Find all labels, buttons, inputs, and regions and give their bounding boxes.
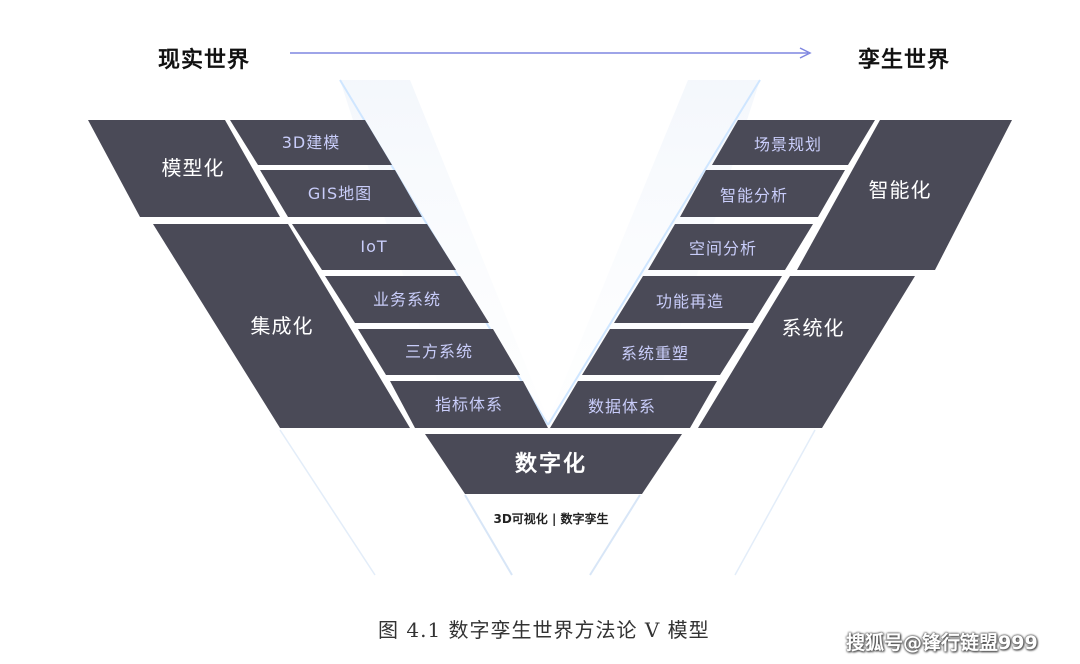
panel-modelling	[88, 120, 280, 217]
item-iot-label: IoT	[360, 237, 388, 256]
panel-intelligence	[797, 120, 1012, 270]
item-scene-planning	[712, 120, 875, 165]
panel-integration-label: 集成化	[250, 314, 314, 338]
item-system-reshape	[582, 329, 749, 375]
watermark: 搜狐号@锋行链盟999	[846, 632, 1038, 654]
item-function-rebuild-label: 功能再造	[655, 292, 725, 311]
panel-intelligence-label: 智能化	[868, 178, 932, 202]
real-world-heading: 现实世界	[158, 48, 251, 73]
panel-systemization	[698, 276, 915, 428]
item-gis-map-label: GIS地图	[307, 184, 373, 203]
item-system-reshape-label: 系统重塑	[620, 344, 690, 363]
item-iot	[292, 224, 456, 270]
item-3d-modeling-label: 3D建模	[281, 133, 341, 152]
world-arrow-head	[799, 47, 812, 59]
core-subtitle: 3D可视化 | 数字孪生	[493, 512, 609, 526]
glow-line-right	[547, 79, 761, 426]
item-third-party-system	[358, 329, 520, 375]
item-gis-map	[260, 170, 422, 217]
glow-line-right-lower	[734, 429, 816, 576]
item-spatial-analysis-label: 空间分析	[688, 239, 758, 258]
item-business-system-label: 业务系统	[372, 290, 442, 309]
figure-caption: 图 4.1 数字孪生世界方法论 V 模型	[378, 618, 710, 642]
item-spatial-analysis	[648, 224, 813, 270]
item-scene-planning-label: 场景规划	[753, 135, 823, 154]
item-3d-modeling	[230, 120, 392, 165]
core-digitalization-panel	[425, 434, 682, 494]
core-digitalization-label: 数字化	[514, 452, 588, 477]
glow-line-core-right	[589, 494, 641, 576]
glow-line-left-lower	[279, 429, 376, 576]
twin-world-heading: 孪生世界	[858, 48, 951, 73]
panel-integration	[153, 224, 410, 428]
item-function-rebuild	[614, 276, 782, 323]
item-data-system-label: 数据体系	[587, 397, 657, 416]
item-data-system	[550, 381, 717, 428]
item-third-party-system-label: 三方系统	[404, 342, 474, 361]
panel-modelling-label: 模型化	[161, 156, 225, 180]
item-indicator-system	[390, 381, 548, 428]
item-indicator-system-label: 指标体系	[434, 395, 504, 414]
glow-line-core-left	[464, 494, 513, 576]
item-intelligent-analysis-label: 智能分析	[719, 186, 789, 205]
panel-systemization-label: 系统化	[781, 316, 845, 340]
item-business-system	[325, 276, 489, 323]
background-v-glow	[340, 80, 760, 575]
item-intelligent-analysis	[680, 170, 845, 217]
